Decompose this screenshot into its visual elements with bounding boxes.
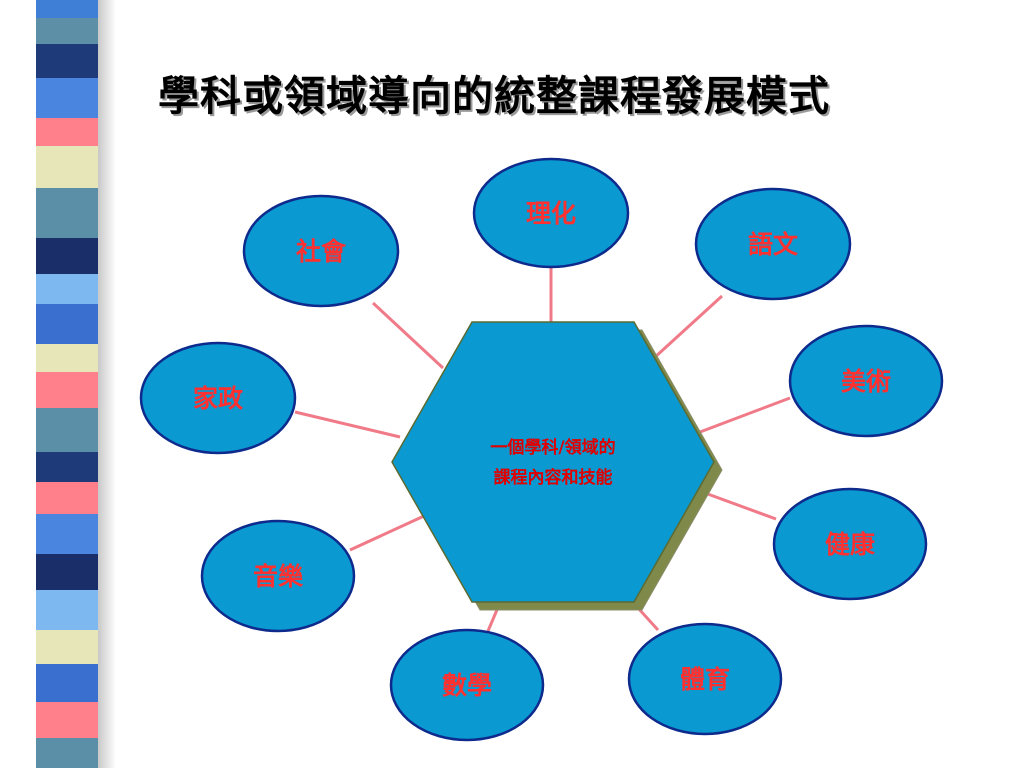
stripe <box>36 408 98 452</box>
stripe <box>36 702 98 738</box>
subject-node-label: 美術 <box>841 367 891 396</box>
subject-node <box>772 487 928 601</box>
stripe <box>36 304 98 344</box>
connector-line <box>294 410 401 439</box>
stripe <box>36 146 98 188</box>
subject-node <box>389 628 545 742</box>
subject-node <box>472 157 630 269</box>
subject-node <box>139 341 297 455</box>
stripe <box>36 344 98 372</box>
subject-node <box>627 622 783 736</box>
stripe <box>36 274 98 304</box>
stripe <box>36 78 98 118</box>
subject-node-label: 家政 <box>193 384 244 413</box>
stripe <box>36 590 98 630</box>
hub-label-line1: 一個學科/領域的 <box>490 437 615 458</box>
subject-node <box>200 519 356 633</box>
stripe <box>36 452 98 482</box>
subject-node-label: 健康 <box>825 530 876 559</box>
stripe-bar-shadow <box>98 0 116 768</box>
stripe <box>36 372 98 408</box>
connector-group <box>294 267 791 632</box>
subject-node <box>694 187 852 301</box>
stripe <box>36 554 98 590</box>
hub-label-line2: 課程內容和技能 <box>494 467 613 488</box>
subject-node-label: 數學 <box>442 671 492 700</box>
decorative-stripe-bar <box>36 0 98 768</box>
stripe <box>36 188 98 238</box>
subject-node-label: 社會 <box>296 237 347 266</box>
stripe <box>36 118 98 146</box>
subject-node <box>242 194 400 308</box>
connector-line <box>371 301 445 370</box>
subject-node-label: 音樂 <box>253 562 304 591</box>
connector-line <box>349 514 425 552</box>
stripe <box>36 664 98 702</box>
stripe <box>36 44 98 78</box>
stripe <box>36 630 98 664</box>
subject-node-label: 體育 <box>680 665 730 694</box>
stripe <box>36 738 98 768</box>
subject-node-label: 語文 <box>748 230 799 259</box>
hub-hexagon <box>391 321 715 603</box>
stripe <box>36 0 98 18</box>
subject-node <box>788 324 944 438</box>
connector-line <box>652 294 724 360</box>
stripe <box>36 18 98 44</box>
stripe <box>36 514 98 554</box>
connector-line <box>704 491 777 521</box>
stripe <box>36 238 98 274</box>
page-title: 學科或領域導向的統整課程發展模式 <box>158 72 830 120</box>
connector-line <box>699 396 791 434</box>
subject-node-label: 理化 <box>526 199 576 228</box>
stripe <box>36 482 98 514</box>
